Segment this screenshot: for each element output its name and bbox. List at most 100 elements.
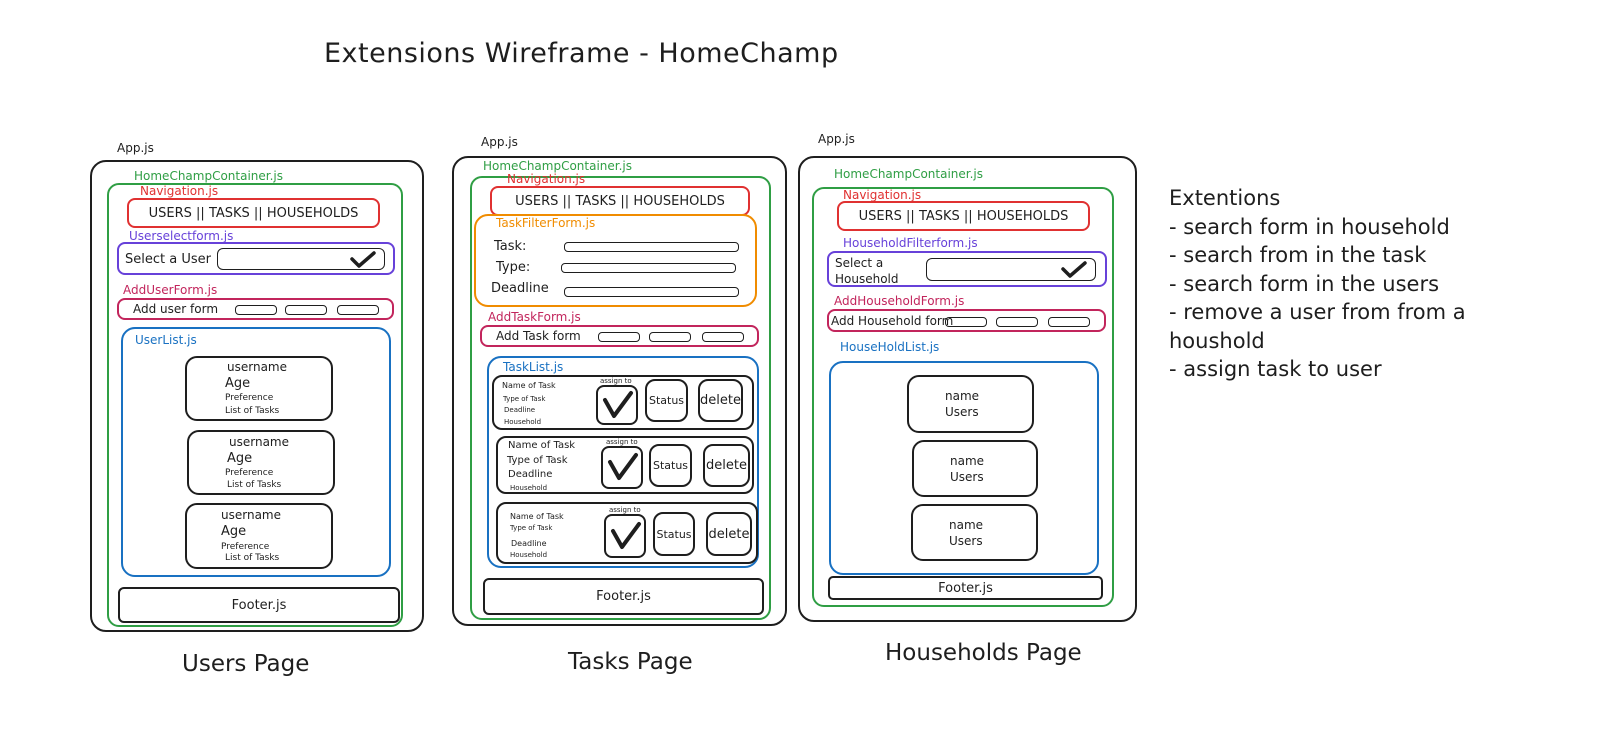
task-status-button[interactable]: Status (653, 512, 695, 556)
user-card-username: username (227, 360, 287, 374)
tasks-addtask-label: AddTaskForm.js (488, 310, 581, 324)
household-card[interactable]: name Users (907, 375, 1034, 433)
households-nav-items: USERS || TASKS || HOUSEHOLDS (858, 208, 1069, 224)
households-app-label: App.js (818, 132, 855, 146)
task-item-assign-to: assign to (606, 438, 638, 446)
add-task-input-3[interactable] (702, 332, 744, 342)
add-user-form-label: Add user form (133, 302, 219, 316)
task-delete-button[interactable]: delete (698, 379, 743, 422)
tasks-nav-items: USERS || TASKS || HOUSEHOLDS (515, 193, 725, 209)
task-delete-button[interactable]: delete (706, 512, 752, 556)
users-adduser-label: AddUserForm.js (123, 283, 218, 297)
task-filter-deadline-input[interactable] (564, 287, 739, 297)
task-item-deadline: Deadline (511, 539, 547, 548)
task-item-type: Type of Task (510, 524, 553, 532)
checkmark-icon (1061, 261, 1087, 278)
tasks-navigation-bar[interactable]: USERS || TASKS || HOUSEHOLDS (490, 186, 750, 216)
household-card[interactable]: name Users (912, 440, 1038, 497)
household-card-users: Users (950, 470, 984, 484)
tasks-app-frame (452, 156, 787, 626)
users-container-frame (107, 183, 403, 627)
add-task-input-2[interactable] (649, 332, 691, 342)
task-filter-task-input[interactable] (564, 242, 739, 252)
task-status-button[interactable]: Status (649, 444, 692, 487)
task-item-household: Household (510, 551, 548, 559)
users-userselect-form: Select a User (117, 242, 395, 275)
users-app-label: App.js (117, 141, 154, 155)
add-user-input-2[interactable] (285, 305, 327, 315)
select-household-label-1: Select a (835, 256, 884, 270)
task-delete-button[interactable]: delete (703, 444, 750, 487)
users-userlist-label: UserList.js (135, 333, 197, 347)
households-container-frame (812, 187, 1114, 607)
task-item-deadline: Deadline (504, 406, 536, 414)
task-item: Name of Task Type of Task Deadline House… (496, 502, 758, 564)
household-card-users: Users (949, 534, 983, 548)
tasks-filter-label: TaskFilterForm.js (496, 216, 596, 230)
user-card-age: Age (227, 451, 253, 466)
tasks-tasklist-label: TaskList.js (503, 360, 564, 374)
add-user-input-1[interactable] (235, 305, 277, 315)
user-card-preference: Preference (225, 393, 274, 403)
add-household-input-1[interactable] (945, 317, 987, 327)
user-select-dropdown[interactable] (217, 248, 385, 270)
users-adduser-form: Add user form (117, 298, 394, 320)
households-navigation-label: Navigation.js (843, 188, 922, 202)
extension-item: - assign task to user (1169, 357, 1382, 381)
task-assign-button[interactable] (604, 514, 646, 558)
tasks-footer: Footer.js (483, 578, 764, 615)
tasks-container-frame (470, 176, 771, 620)
user-card-list-of-tasks: List of Tasks (227, 480, 282, 490)
users-footer: Footer.js (118, 587, 400, 623)
add-household-form-label: Add Household form (831, 314, 954, 328)
tasks-navigation-label: Navigation.js (507, 172, 586, 186)
add-task-input-1[interactable] (598, 332, 640, 342)
user-card[interactable]: username Age Preference List of Tasks (185, 503, 333, 569)
households-add-label: AddHouseholdForm.js (834, 294, 965, 308)
task-assign-button[interactable] (601, 446, 643, 489)
extensions-list: Extentions - search form in household - … (1169, 184, 1466, 384)
extension-item: - search from in the task (1169, 243, 1427, 267)
checkmark-icon (350, 251, 376, 268)
task-status-button[interactable]: Status (645, 379, 688, 422)
add-user-input-3[interactable] (337, 305, 379, 315)
tasks-app-label: App.js (481, 135, 518, 149)
extension-item: - search form in household (1169, 214, 1450, 239)
tasks-tasklist-frame: TaskList.js (487, 356, 759, 568)
task-item-household: Household (504, 418, 542, 426)
user-card[interactable]: username Age Preference List of Tasks (187, 430, 335, 495)
users-nav-items: USERS || TASKS || HOUSEHOLDS (148, 205, 359, 221)
task-item-assign-to: assign to (600, 377, 632, 385)
households-container-label: HomeChampContainer.js (834, 167, 984, 181)
task-item-household: Household (510, 484, 548, 492)
users-userselect-label: Userselectform.js (129, 229, 234, 243)
select-user-label: Select a User (125, 252, 211, 267)
add-task-form-label: Add Task form (496, 329, 581, 343)
household-select-dropdown[interactable] (926, 258, 1096, 281)
users-container-label: HomeChampContainer.js (134, 169, 284, 183)
task-filter-type-input[interactable] (561, 263, 736, 273)
add-household-input-3[interactable] (1048, 317, 1090, 327)
checkmark-icon (611, 522, 641, 549)
users-navigation-bar[interactable]: USERS || TASKS || HOUSEHOLDS (127, 198, 380, 228)
task-assign-button[interactable] (596, 385, 638, 425)
household-card-users: Users (945, 405, 979, 419)
task-filter-deadline-label: Deadline (491, 281, 549, 296)
task-filter-task-label: Task: (494, 239, 527, 254)
user-card-username: username (221, 508, 281, 522)
household-card[interactable]: name Users (911, 504, 1038, 561)
extensions-heading: Extentions (1169, 186, 1281, 210)
households-navigation-bar[interactable]: USERS || TASKS || HOUSEHOLDS (837, 201, 1090, 231)
user-card-age: Age (225, 376, 251, 391)
households-filter-label: HouseholdFilterform.js (843, 236, 978, 250)
users-page-label: Users Page (182, 651, 310, 677)
users-navigation-label: Navigation.js (140, 184, 219, 198)
tasks-container-label: HomeChampContainer.js (483, 159, 633, 173)
add-household-input-2[interactable] (996, 317, 1038, 327)
task-item-name: Name of Task (502, 381, 556, 390)
households-list-frame (829, 361, 1099, 575)
households-app-frame (798, 156, 1137, 622)
users-userlist-frame: UserList.js (121, 327, 391, 577)
checkmark-icon (608, 453, 638, 480)
user-card[interactable]: username Age Preference List of Tasks (185, 356, 333, 421)
